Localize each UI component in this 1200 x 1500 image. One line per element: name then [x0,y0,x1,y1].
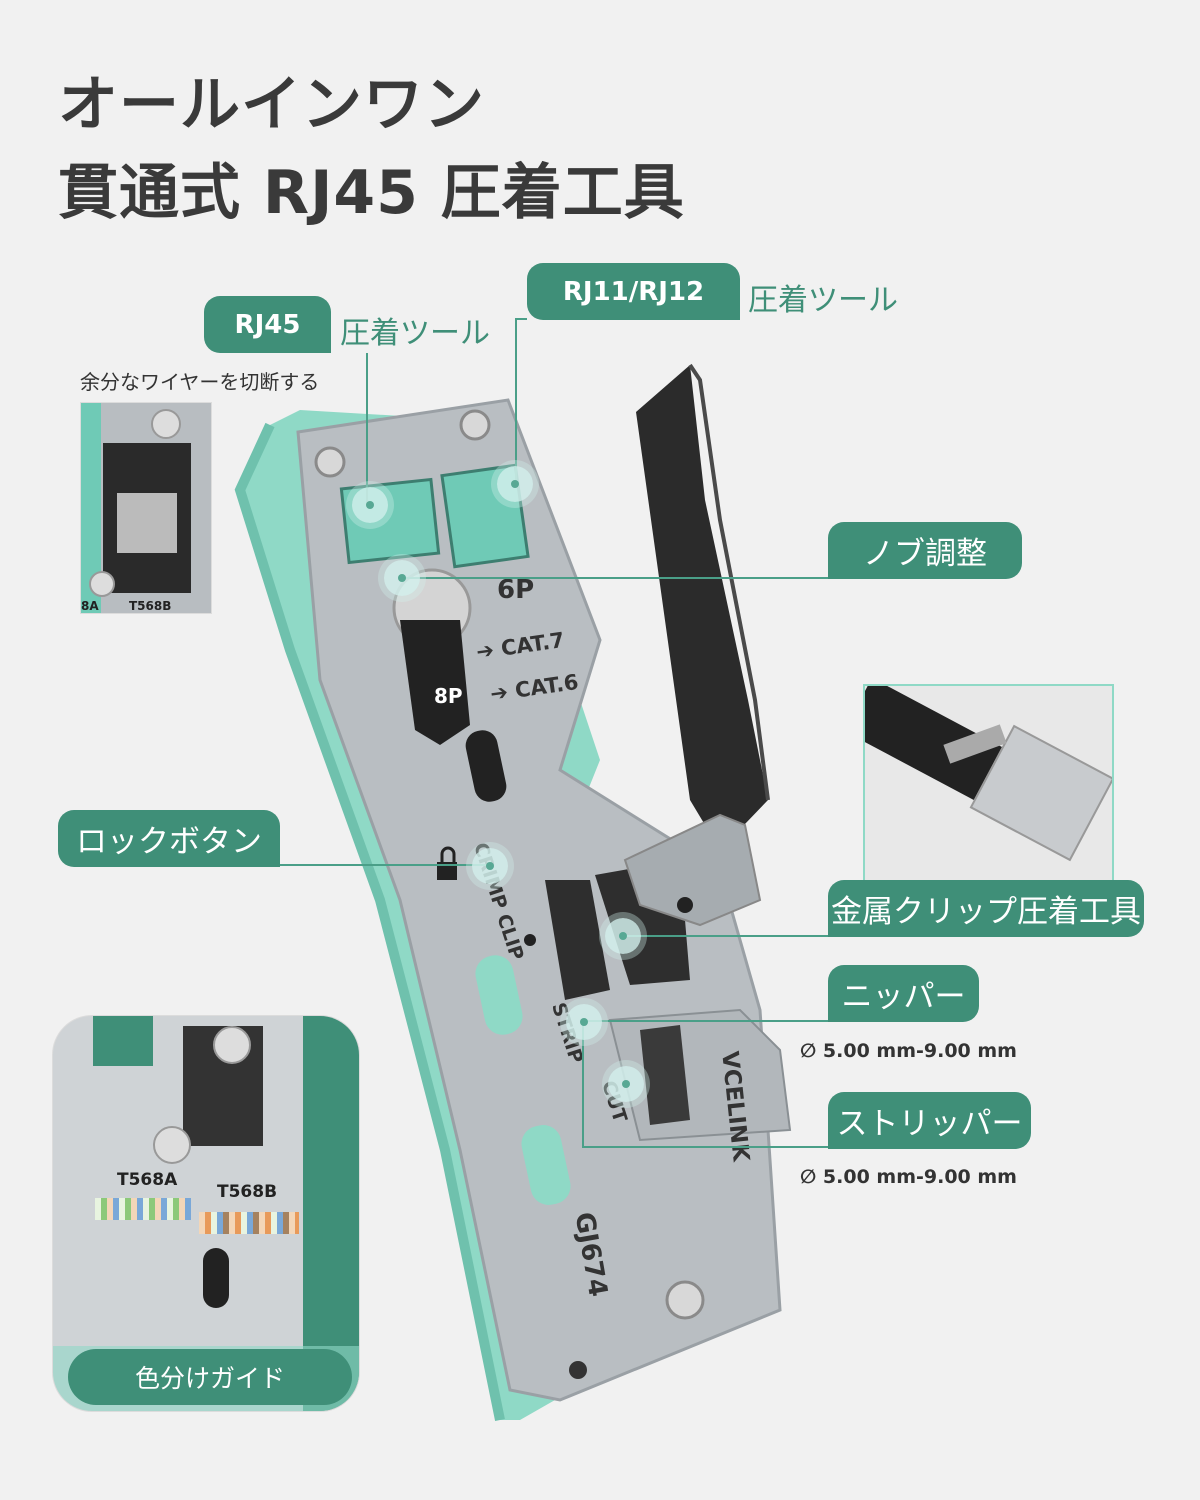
t568a-label: T568A [117,1170,178,1190]
stripper-spec: ∅ 5.00 mm-9.00 mm [800,1166,1017,1188]
t568a-color-strip [95,1198,191,1220]
rj11-badge: RJ11/RJ12 [527,263,740,320]
tool-handle [636,365,768,850]
title-line-1: オールインワン [58,70,485,140]
knob-leader-line [400,577,828,579]
rj11-label: 圧着ツール [748,283,898,318]
lock-leader-line [280,864,490,866]
t568b-color-strip [199,1212,299,1234]
metal-clip-tag: 金属クリップ圧着工具 [828,880,1144,937]
knob-dot [384,560,420,596]
nipper-tag: ニッパー [828,965,979,1022]
stripper-tag: ストリッパー [828,1092,1031,1149]
cut-dot [608,1066,644,1102]
rj45-label: 圧着ツール [340,316,490,351]
rj45-dot [352,487,388,523]
rj45-leader-line [366,353,368,505]
stripper-leader-line [582,1146,830,1148]
lock-icon [440,846,456,862]
marking-8p: 8P [434,684,463,708]
rj11-dot [497,466,533,502]
marking-6p: 6P [497,575,535,605]
clip-dot [605,918,641,954]
strip-dot [566,1004,602,1040]
rj45-badge: RJ45 [204,296,331,353]
nipper-spec: ∅ 5.00 mm-9.00 mm [800,1040,1017,1062]
knob-adjust-tag: ノブ調整 [828,522,1022,579]
metal-clip-inset [863,684,1114,884]
rj11-leader-line-v [515,318,517,484]
nipper-leader-line [582,1020,830,1022]
color-guide-tag: 色分けガイド [68,1349,352,1405]
clip-leader-line [620,935,828,937]
title-line-2: 貫通式 RJ45 圧着工具 [58,158,685,228]
cut-wire-caption: 余分なワイヤーを切断する [80,370,320,394]
lock-button-tag: ロックボタン [58,810,280,867]
cut-wire-inset: 8A T568B [80,402,212,614]
lock-dot [472,848,508,884]
t568b-label: T568B [217,1182,278,1202]
